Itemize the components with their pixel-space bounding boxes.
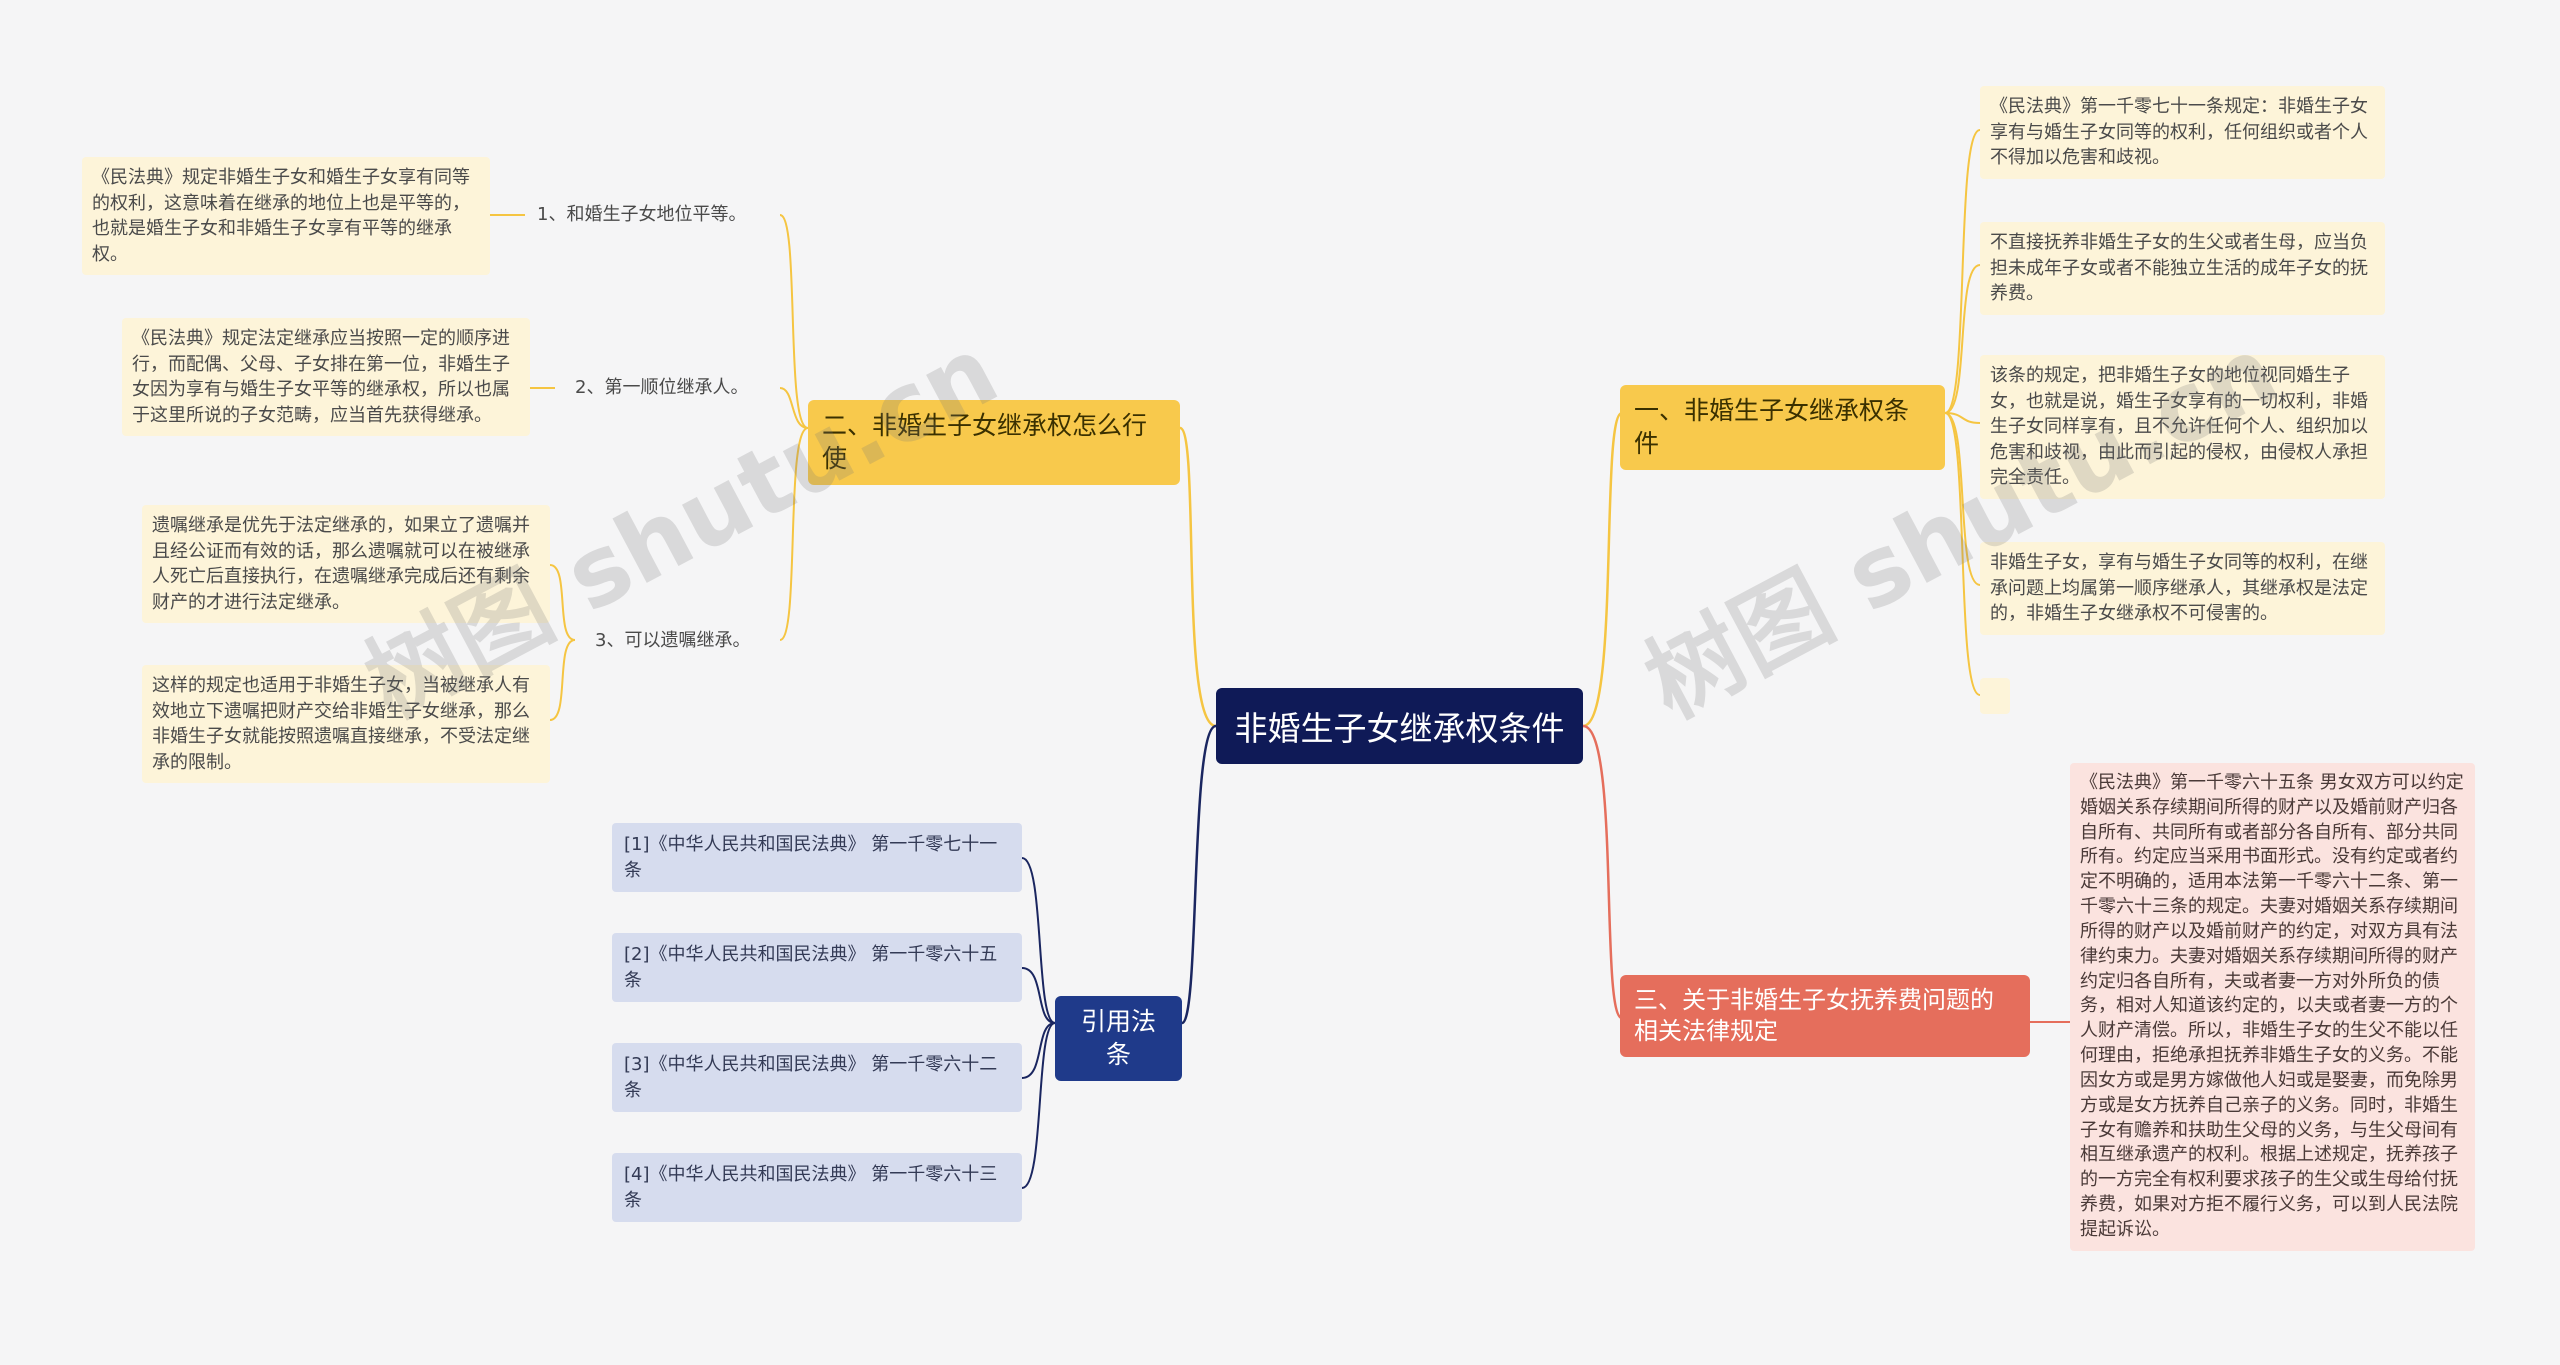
sub-topic-label: 1、和婚生子女地位平等。	[537, 204, 747, 225]
branch-title: 二、非婚生子女继承权怎么行使	[822, 411, 1148, 473]
sub-topic-first-order-heir[interactable]: 2、第一顺位继承人。	[575, 375, 748, 400]
leaf-text: 不直接抚养非婚生子女的生父或者生母，应当负担未成年子女或者不能独立生活的成年子女…	[1990, 232, 2368, 305]
leaf-node[interactable]: 非婚生子女，享有与婚生子女同等的权利，在继承问题上均属第一顺序继承人，其继承权是…	[1980, 542, 2385, 635]
empty-leaf-node[interactable]	[1980, 678, 2010, 714]
reference-item[interactable]: [3]《中华人民共和国民法典》 第一千零六十二条	[612, 1043, 1022, 1113]
leaf-node[interactable]: 《民法典》第一千零六十五条 男女双方可以约定婚姻关系存续期间所得的财产以及婚前财…	[2070, 763, 2475, 1251]
leaf-text: 《民法典》规定非婚生子女和婚生子女享有同等的权利，这意味着在继承的地位上也是平等…	[92, 167, 470, 265]
leaf-text: 这样的规定也适用于非婚生子女，当被继承人有效地立下遗嘱把财产交给非婚生子女继承，…	[152, 675, 530, 773]
leaf-text: 《民法典》规定法定继承应当按照一定的顺序进行，而配偶、父母、子女排在第一位，非婚…	[132, 328, 510, 426]
root-topic[interactable]: 非婚生子女继承权条件	[1216, 688, 1583, 764]
reference-text: [2]《中华人民共和国民法典》 第一千零六十五条	[624, 944, 998, 991]
branch-title: 引用法条	[1080, 1007, 1156, 1069]
leaf-text: 《民法典》第一千零七十一条规定：非婚生子女享有与婚生子女同等的权利，任何组织或者…	[1990, 96, 2368, 169]
leaf-node[interactable]: 该条的规定，把非婚生子女的地位视同婚生子女，也就是说，婚生子女享有的一切权利，非…	[1980, 355, 2385, 499]
leaf-text: 遗嘱继承是优先于法定继承的，如果立了遗嘱并且经公证而有效的话，那么遗嘱就可以在被…	[152, 515, 530, 613]
leaf-text: 非婚生子女，享有与婚生子女同等的权利，在继承问题上均属第一顺序继承人，其继承权是…	[1990, 552, 2368, 625]
leaf-node[interactable]: 《民法典》第一千零七十一条规定：非婚生子女享有与婚生子女同等的权利，任何组织或者…	[1980, 86, 2385, 179]
reference-text: [4]《中华人民共和国民法典》 第一千零六十三条	[624, 1164, 998, 1211]
reference-item[interactable]: [2]《中华人民共和国民法典》 第一千零六十五条	[612, 933, 1022, 1003]
reference-item[interactable]: [4]《中华人民共和国民法典》 第一千零六十三条	[612, 1153, 1022, 1223]
branch-child-support-law[interactable]: 三、关于非婚生子女抚养费问题的相关法律规定	[1620, 975, 2030, 1058]
branch-cited-laws[interactable]: 引用法条	[1055, 996, 1182, 1081]
reference-text: [1]《中华人民共和国民法典》 第一千零七十一条	[624, 834, 998, 881]
leaf-node[interactable]: 《民法典》规定法定继承应当按照一定的顺序进行，而配偶、父母、子女排在第一位，非婚…	[122, 318, 530, 437]
leaf-text: 《民法典》第一千零六十五条 男女双方可以约定婚姻关系存续期间所得的财产以及婚前财…	[2080, 772, 2464, 1240]
branch-title: 三、关于非婚生子女抚养费问题的相关法律规定	[1634, 986, 1994, 1046]
sub-topic-label: 3、可以遗嘱继承。	[595, 630, 751, 651]
sub-topic-label: 2、第一顺位继承人。	[575, 377, 749, 398]
reference-item[interactable]: [1]《中华人民共和国民法典》 第一千零七十一条	[612, 823, 1022, 893]
leaf-node[interactable]: 不直接抚养非婚生子女的生父或者生母，应当负担未成年子女或者不能独立生活的成年子女…	[1980, 222, 2385, 315]
branch-how-to-exercise[interactable]: 二、非婚生子女继承权怎么行使	[808, 400, 1180, 485]
leaf-node[interactable]: 遗嘱继承是优先于法定继承的，如果立了遗嘱并且经公证而有效的话，那么遗嘱就可以在被…	[142, 505, 550, 624]
branch-title: 一、非婚生子女继承权条件	[1634, 396, 1910, 458]
leaf-node[interactable]: 这样的规定也适用于非婚生子女，当被继承人有效地立下遗嘱把财产交给非婚生子女继承，…	[142, 665, 550, 784]
leaf-node[interactable]: 《民法典》规定非婚生子女和婚生子女享有同等的权利，这意味着在继承的地位上也是平等…	[82, 157, 490, 276]
branch-inheritance-conditions[interactable]: 一、非婚生子女继承权条件	[1620, 385, 1945, 470]
sub-topic-will-inheritance[interactable]: 3、可以遗嘱继承。	[595, 628, 750, 653]
sub-topic-equal-status[interactable]: 1、和婚生子女地位平等。	[537, 202, 746, 227]
root-title: 非婚生子女继承权条件	[1234, 709, 1565, 748]
reference-text: [3]《中华人民共和国民法典》 第一千零六十二条	[624, 1054, 998, 1101]
leaf-text: 该条的规定，把非婚生子女的地位视同婚生子女，也就是说，婚生子女享有的一切权利，非…	[1990, 365, 2368, 489]
